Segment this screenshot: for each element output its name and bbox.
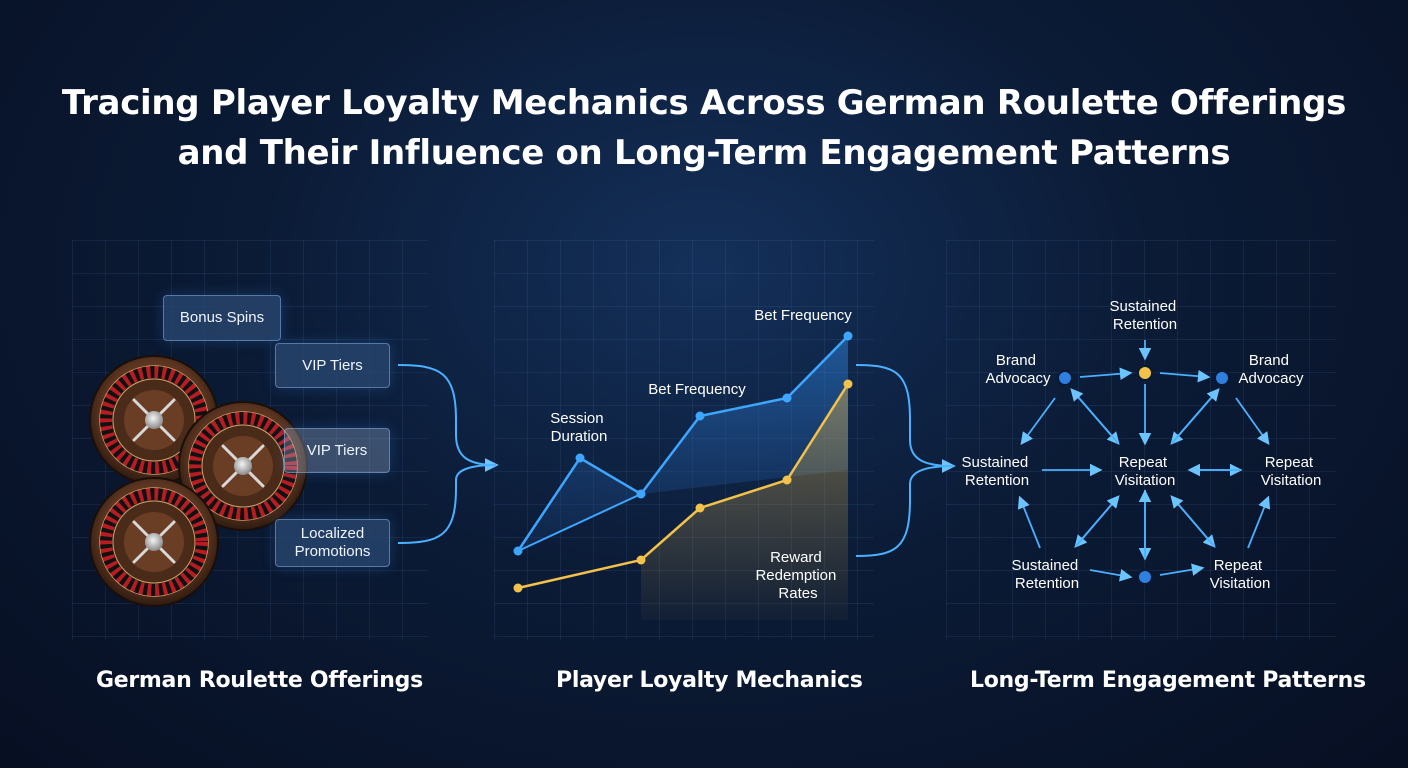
- blue-series-line: [516, 335, 849, 552]
- node-label-top-left: Brand Advocacy: [985, 352, 1051, 387]
- left-connector: [397, 364, 499, 544]
- label-reward-redemption: Reward Redemption Rates: [755, 549, 840, 602]
- node-top-left: [1057, 370, 1073, 386]
- gold-point-5: [843, 379, 853, 389]
- chip-vip-tiers-1: VIP Tiers: [275, 343, 390, 388]
- page-title: Tracing Player Loyalty Mechanics Across …: [0, 78, 1408, 178]
- blue-point-5: [782, 393, 792, 403]
- chip-bonus-spins: Bonus Spins: [163, 295, 281, 341]
- caption-long-term-engagement-patterns: Long-Term Engagement Patterns: [970, 668, 1366, 693]
- blue-series-area: [518, 336, 848, 551]
- node-label-left: Sustained Retention: [962, 454, 1033, 489]
- blue-point-1: [513, 546, 523, 556]
- chip-vip-tiers-2: VIP Tiers: [284, 428, 390, 473]
- caption-german-roulette-offerings: German Roulette Offerings: [96, 668, 423, 693]
- network-nodes: [1057, 365, 1230, 585]
- node-top-center: [1137, 365, 1153, 381]
- blue-point-4: [695, 411, 705, 421]
- blue-series-diagonal: [517, 493, 642, 552]
- blue-point-3: [636, 489, 646, 499]
- gold-series-area: [641, 384, 848, 620]
- engagement-network: [1017, 340, 1271, 582]
- node-bottom-center: [1137, 569, 1153, 585]
- caption-player-loyalty-mechanics: Player Loyalty Mechanics: [556, 668, 863, 693]
- node-label-bottom-left: Sustained Retention: [1012, 557, 1083, 592]
- gold-point-2: [636, 555, 646, 565]
- gold-point-1: [513, 583, 523, 593]
- label-bet-frequency-top: Bet Frequency: [754, 307, 852, 324]
- gold-point-3: [695, 503, 705, 513]
- node-label-right: Repeat Visitation: [1261, 454, 1322, 489]
- title-line-1: Tracing Player Loyalty Mechanics Across …: [61, 83, 1347, 123]
- node-label-bottom-right: Repeat Visitation: [1210, 557, 1271, 592]
- label-bet-frequency-mid: Bet Frequency: [648, 381, 746, 398]
- blue-point-2: [575, 453, 585, 463]
- title-line-2: and Their Influence on Long-Term Engagem…: [177, 133, 1231, 173]
- gold-point-4: [782, 475, 792, 485]
- label-session-duration: Session Duration: [550, 410, 608, 445]
- node-label-center: Repeat Visitation: [1115, 454, 1176, 489]
- chip-localized-promotions: Localized Promotions: [275, 519, 390, 567]
- blue-point-6: [843, 331, 853, 341]
- node-label-top-right: Brand Advocacy: [1238, 352, 1304, 387]
- node-top-right: [1214, 370, 1230, 386]
- right-connector: [855, 364, 956, 557]
- node-label-top: Sustained Retention: [1110, 298, 1181, 333]
- loyalty-chart: Session Duration Bet Frequency Bet Frequ…: [513, 307, 853, 620]
